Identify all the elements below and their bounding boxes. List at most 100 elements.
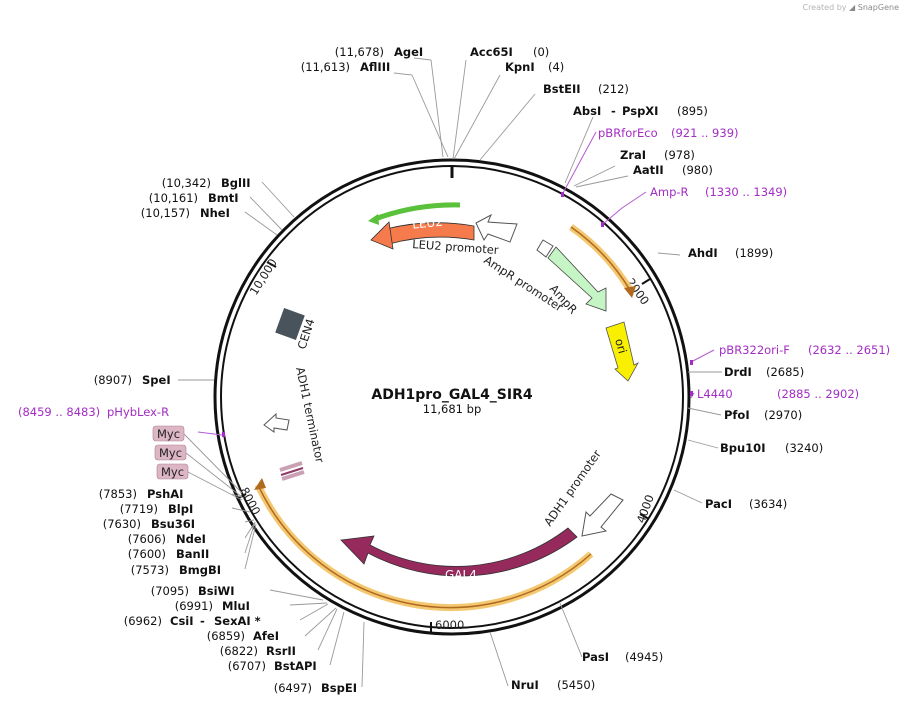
primer-range-pbrforeco: (921 .. 939): [671, 126, 739, 140]
site-absi[interactable]: AbsI: [573, 104, 601, 118]
primer-ampr[interactable]: Amp-R: [650, 185, 689, 199]
site-bstapi[interactable]: BstAPI: [274, 659, 317, 673]
site-nrui[interactable]: NruI: [511, 678, 539, 692]
primer-range-phyblex: (8459 .. 8483): [18, 405, 100, 419]
myc-label-3[interactable]: Myc: [161, 465, 184, 479]
site-bmti[interactable]: BmtI: [208, 191, 239, 205]
site-nhei[interactable]: NheI: [200, 206, 230, 220]
site-pos-bsteii: (212): [598, 82, 629, 96]
site-zrai[interactable]: ZraI: [620, 148, 646, 162]
site-rsrii[interactable]: RsrII: [266, 644, 296, 658]
site-pos-banii: (7600): [128, 547, 166, 561]
primer-range-l4440: (2885 .. 2902): [777, 387, 859, 401]
site-paci[interactable]: PacI: [705, 497, 732, 511]
site-banii[interactable]: BanII: [176, 547, 209, 561]
adh1-terminator-feature[interactable]: [263, 412, 290, 433]
primer-l4440[interactable]: L4440: [697, 387, 733, 401]
site-pos-aflIII: (11,613): [301, 60, 350, 74]
leu2-orf-arrowhead: [368, 214, 379, 225]
site-spei[interactable]: SpeI: [142, 373, 171, 387]
site-bpu10i[interactable]: Bpu10I: [720, 441, 765, 455]
site-ndei[interactable]: NdeI: [176, 532, 206, 546]
site-pos-bmgbi: (7573): [131, 563, 169, 577]
site-dash-1: -: [611, 104, 616, 118]
site-pos-bstapi: (6707): [228, 659, 266, 673]
primer-labels: pBRforEco (921 .. 939) Amp-R (1330 .. 13…: [18, 126, 890, 419]
site-pos-pspxi: (895): [677, 104, 708, 118]
ampr-promoter-feature[interactable]: [536, 239, 554, 258]
snapgene-credit: Created by ◢ SnapGene: [802, 3, 899, 12]
site-bglii[interactable]: BglII: [221, 176, 251, 190]
site-pos-bmti: (10,161): [149, 191, 198, 205]
site-mlui[interactable]: MluI: [222, 599, 250, 613]
site-agei[interactable]: AgeI: [394, 45, 423, 59]
adh1-promoter-feature[interactable]: [581, 493, 624, 537]
site-pos-pasi: (4945): [625, 650, 663, 664]
site-pos-bpu10i: (3240): [785, 441, 823, 455]
site-pfoi[interactable]: PfoI: [724, 408, 750, 422]
leu2-orf-arc[interactable]: [374, 202, 461, 222]
leu2-label: LEU2: [411, 215, 443, 232]
site-bspei[interactable]: BspEI: [321, 681, 357, 695]
adh1-terminator-label: ADH1 terminator: [293, 366, 327, 465]
snapgene-logo-icon: ◢: [849, 3, 856, 12]
site-bsteii[interactable]: BstEII: [543, 82, 581, 96]
plasmid-name: ADH1pro_GAL4_SIR4: [371, 387, 533, 403]
tick-6000: 6000: [435, 618, 464, 632]
myc-leaders: [183, 433, 243, 501]
site-pos-aatii: (980): [682, 163, 713, 177]
site-pos-acc65i: (0): [533, 45, 549, 59]
site-pos-pfoi: (2970): [764, 408, 802, 422]
site-pshai[interactable]: PshAI: [147, 487, 183, 501]
cen4-feature[interactable]: [275, 308, 305, 340]
site-pos-bsu36i: (7630): [103, 517, 141, 531]
site-bmgbi[interactable]: BmgBI: [179, 563, 221, 577]
site-pos-nhei: (10,157): [141, 206, 190, 220]
site-pos-afei: (6859): [207, 629, 245, 643]
myc-labels: Myc Myc Myc: [152, 425, 189, 480]
site-acc65i[interactable]: Acc65I: [470, 45, 513, 59]
site-pos-kpni: (4): [548, 60, 564, 74]
site-pspxi[interactable]: PspXI: [622, 104, 658, 118]
site-pos-paci: (3634): [749, 497, 787, 511]
myc-tags-feature[interactable]: [279, 461, 305, 481]
site-sexai[interactable]: SexAI *: [214, 614, 261, 628]
site-drdi[interactable]: DrdI: [724, 365, 752, 379]
credit-prefix: Created by: [802, 3, 847, 12]
ori-feature[interactable]: [605, 321, 639, 382]
primer-phyblex[interactable]: pHybLex-R: [107, 405, 169, 419]
myc-label-2[interactable]: Myc: [159, 446, 182, 460]
primer-pbrforeco[interactable]: pBRforEco: [598, 126, 658, 140]
site-pos-ahdi: (1899): [735, 246, 773, 260]
site-aflIII[interactable]: AflIII: [360, 60, 390, 74]
site-afei[interactable]: AfeI: [253, 629, 279, 643]
site-kpni[interactable]: KpnI: [505, 60, 535, 74]
site-bsu36i[interactable]: Bsu36I: [151, 517, 195, 531]
site-pos-mlui: (6991): [175, 599, 213, 613]
site-ahdi[interactable]: AhdI: [688, 246, 718, 260]
ampr-feature[interactable]: [547, 246, 607, 312]
primer-pbr322ori[interactable]: pBR322ori-F: [719, 343, 790, 357]
ori-label: ori: [612, 337, 630, 355]
site-pos-rsrii: (6822): [220, 644, 258, 658]
gal4-feature[interactable]: [340, 527, 578, 577]
site-pos-csii: (6962): [124, 614, 162, 628]
myc-label-1[interactable]: Myc: [157, 427, 180, 441]
primer-range-ampr: (1330 .. 1349): [705, 185, 787, 199]
restriction-sites: (11,678) AgeI (11,613) AflIII Acc65I (0)…: [94, 45, 824, 695]
gal4-cds-arrowhead: [254, 478, 266, 490]
site-pos-bsiwi: (7095): [151, 584, 189, 598]
leu2-promoter-feature[interactable]: [475, 213, 518, 243]
primer-marks: [222, 192, 693, 437]
leu2-promoter-label: LEU2 promoter: [412, 237, 499, 257]
site-aatii[interactable]: AatII: [633, 163, 664, 177]
site-pasi[interactable]: PasI: [582, 650, 609, 664]
site-dash-2: -: [200, 614, 205, 628]
site-blpi[interactable]: BlpI: [168, 502, 193, 516]
tick-10000: 10,000: [247, 256, 280, 298]
site-csii[interactable]: CsiI: [170, 614, 194, 628]
site-bsiwi[interactable]: BsiWI: [198, 584, 235, 598]
primer-leaders: [197, 131, 715, 436]
plasmid-length: 11,681 bp: [423, 402, 482, 416]
